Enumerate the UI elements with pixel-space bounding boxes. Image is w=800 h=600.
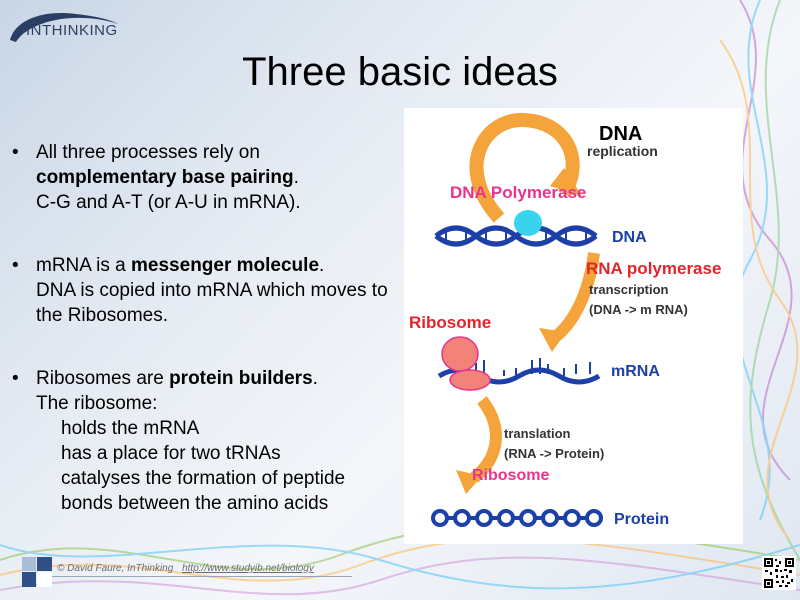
bullet-detail: DNA is copied into mRNA which moves to t… [36,280,388,326]
bullet-bold: messenger molecule [131,255,320,276]
bullet-item: • mRNA is a messenger molecule. DNA is c… [10,253,400,328]
replication-label: replication [587,143,658,159]
footer-logo-squares [22,557,52,587]
bullet-dot: • [12,142,19,163]
footer-divider [52,576,352,577]
protein-chain [431,509,603,527]
inthinking-logo [10,13,118,42]
bullet-dot: • [12,255,19,276]
central-dogma-diagram: DNA replication DNA Polymerase DNA RNA p… [404,108,743,544]
bullet-punct: . [312,368,318,389]
sub-item: catalyses the formation of peptide bonds… [61,468,346,514]
footer-credit-text: © David Faure, InThinking [57,563,174,574]
transcription-label: transcription [589,282,669,297]
replication-arrow [469,113,580,223]
transcription-detail: (DNA -> m RNA) [589,302,688,317]
translation-label: translation [504,426,571,441]
bullet-punct: . [293,167,299,188]
dna-polymerase-blob [514,210,542,236]
sub-item: holds the mRNA [61,418,200,439]
slide-title: Three basic ideas [242,50,558,94]
bullet-dot: • [12,368,19,389]
bullet-bold: complementary base pairing [36,167,294,188]
bullet-bold: protein builders [169,368,313,389]
dna-polymerase-label: DNA Polymerase [450,183,586,202]
transcription-arrowhead [539,328,566,352]
bullet-punct: . [319,255,325,276]
qr-code [762,556,796,590]
ribosome-label-top: Ribosome [409,313,491,332]
sub-item: has a place for two tRNAs [61,443,281,464]
bullet-text: Ribosomes are [36,368,164,389]
dna-label: DNA [612,229,647,246]
dna-helix [434,225,598,247]
translation-arrow [470,396,502,483]
ribosome-small-subunit [449,369,491,391]
bullet-item: • All three processes rely on complement… [10,140,400,215]
footer-credit: © David Faure, InThinking http://www.stu… [57,563,314,574]
ribosome-large-subunit [441,336,479,372]
bullet-text: All three processes rely on [36,142,260,163]
logo-text: INTHINKING [26,22,118,39]
dna-title: DNA [599,123,642,145]
rna-polymerase-label: RNA polymerase [586,259,721,278]
bullet-detail: C-G and A-T (or A-U in mRNA). [36,192,301,213]
footer-link[interactable]: http://www.studyib.net/biology [182,563,314,574]
mrna-label: mRNA [611,363,660,380]
bullet-item: • Ribosomes are protein builders. The ri… [10,366,400,516]
replication-arrowhead [550,168,582,196]
translation-detail: (RNA -> Protein) [504,446,604,461]
bullet-detail: The ribosome: [36,393,158,414]
translation-arrowhead [456,470,482,494]
protein-label: Protein [614,511,669,528]
ribosome-label-bottom: Ribosome [472,467,549,484]
bullet-list: • All three processes rely on complement… [10,140,400,554]
bullet-text: mRNA is a [36,255,126,276]
